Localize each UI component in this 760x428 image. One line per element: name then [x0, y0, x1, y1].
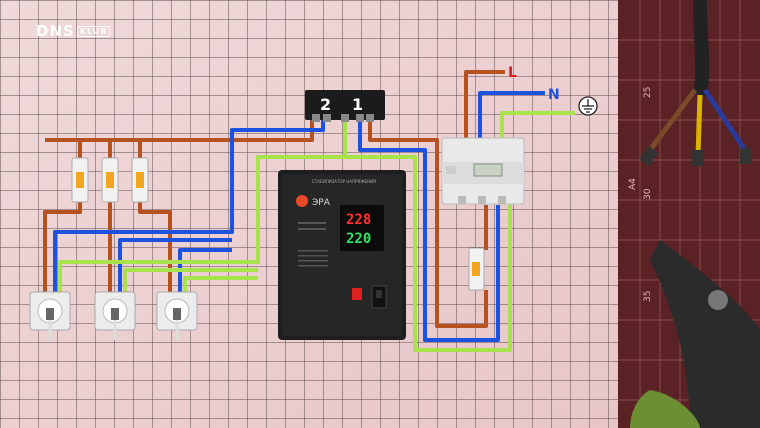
- power-switch: [352, 288, 362, 300]
- display-output-voltage: 220: [346, 231, 371, 247]
- brand-logo-icon: [296, 195, 308, 207]
- voltage-stabilizer: ЭРА СТАБИЛИЗАТОР НАПРЯЖЕНИЯ 228 220: [278, 170, 406, 340]
- neutral-label: N: [548, 87, 560, 103]
- tool-mat: [618, 0, 760, 428]
- ground-icon: [578, 96, 598, 116]
- breaker-group: [71, 157, 149, 203]
- ruler-marks: 25 30 35 A4: [628, 87, 653, 302]
- socket-1: [29, 291, 71, 340]
- socket-2: [94, 291, 136, 340]
- terminal-label-1: 1: [352, 95, 363, 114]
- socket-3: [156, 291, 198, 340]
- ruler-mark: 25: [643, 87, 653, 98]
- brand-logo-sub: KLUB: [76, 26, 111, 37]
- stabilizer-brand: ЭРА: [312, 198, 331, 208]
- display-panel: [340, 205, 384, 251]
- ground-wires: [58, 111, 575, 352]
- ruler-mark: 35: [643, 291, 653, 302]
- ruler-mark: A4: [628, 178, 638, 190]
- ruler-mark: 30: [643, 188, 653, 200]
- phase-wires: [43, 70, 505, 328]
- terminal-label-2: 2: [320, 95, 331, 114]
- line-label: L: [508, 65, 517, 81]
- terminal-block: 2 1: [305, 90, 385, 122]
- energy-meter: [441, 137, 525, 205]
- stabilizer-title: СТАБИЛИЗАТОР НАПРЯЖЕНИЯ: [312, 179, 376, 184]
- display-input-voltage: 228: [346, 212, 371, 228]
- brand-logo-main: DNS: [36, 22, 75, 40]
- input-breaker: [468, 247, 485, 291]
- neutral-wires: [53, 91, 545, 342]
